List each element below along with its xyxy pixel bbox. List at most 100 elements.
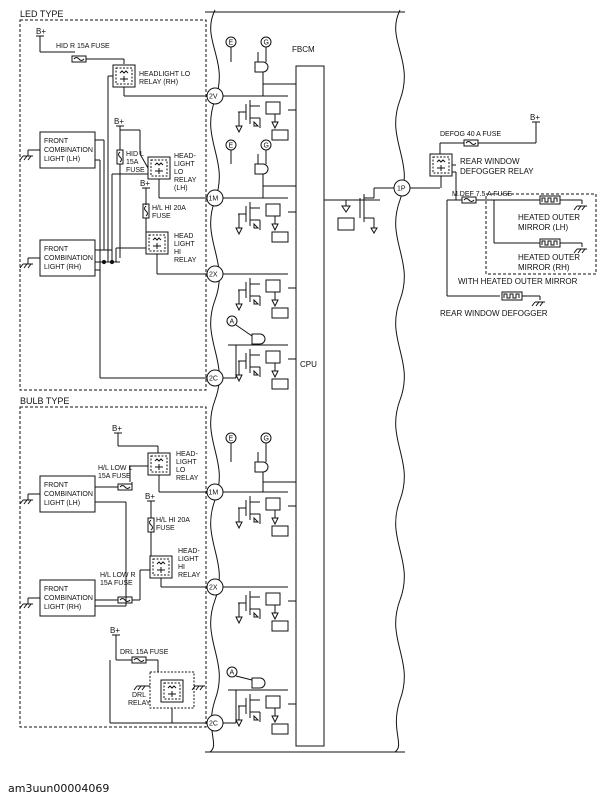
heated-mirror-lh-label-2: MIRROR (LH)	[518, 223, 569, 232]
lo-relay-lh-label-3: LO	[174, 169, 184, 176]
lo-relay-lh-label-5: (LH)	[174, 185, 188, 192]
hl-low-r-fuse-label-1: H/L LOW R	[100, 572, 136, 579]
terminal-1p: 1P	[394, 180, 410, 196]
bulb-type-section: BULB TYPE B+ HEAD- LIGHT LO RELAY FRONT …	[19, 396, 207, 727]
terminal-2v: 2V	[207, 88, 223, 104]
lo-relay-bulb-label-4: RELAY	[176, 475, 199, 482]
hl-hi-fuse-led-label-1: H/L HI 20A	[152, 205, 186, 212]
terminal-1m-led: 1M	[207, 190, 223, 206]
bulb-fcl-rh-label-1: FRONT	[44, 586, 69, 593]
terminal-2x-led: 2X	[207, 266, 223, 282]
lo-relay-lh-label-2: LIGHT	[174, 161, 195, 168]
svg-text:2V: 2V	[209, 94, 218, 101]
marker-g-3: G	[261, 433, 271, 443]
heated-mirror-rh-symbol	[539, 238, 561, 248]
hl-low-r-fuse-label-2: 15A FUSE	[100, 580, 133, 587]
heated-mirror-box	[486, 194, 596, 274]
b-plus-led-2: B+	[114, 117, 124, 126]
hl-hi-fuse-led-symbol	[142, 203, 150, 219]
lo-relay-bulb-label-3: LO	[176, 467, 186, 474]
defogger-circuit: B+ DEFOG 40 A FUSE REAR WINDOW DEFOGGER …	[410, 113, 596, 318]
hl-hi-fuse-bulb-symbol	[147, 517, 155, 533]
hi-relay-bulb-label-1: HEAD-	[178, 548, 200, 555]
hi-relay-bulb-label-2: LIGHT	[178, 556, 199, 563]
fcl-rh-label-3: LIGHT (RH)	[44, 264, 81, 271]
headlight-lo-relay-lh-symbol	[147, 156, 171, 180]
figure-caption: am3uun00004069	[8, 782, 110, 795]
markers: E G E G A E G A	[226, 37, 271, 677]
hid-l-fuse-label-3: FUSE	[126, 167, 145, 174]
terminal-1m-bulb: 1M	[207, 484, 223, 500]
bulb-fcl-rh-label-3: LIGHT (RH)	[44, 604, 81, 611]
svg-text:2C: 2C	[209, 721, 218, 728]
hl-low-l-fuse-label-1: H/L LOW L	[98, 465, 132, 472]
terminal-connectors: 2V 1M 2X 2C 1M 2X 2C 1P	[207, 88, 410, 731]
hi-relay-led-label-4: RELAY	[174, 257, 197, 264]
marker-g-1: G	[261, 37, 271, 47]
svg-text:G: G	[264, 143, 269, 150]
b-plus-led-1: B+	[36, 27, 46, 36]
b-plus-bulb-1: B+	[112, 424, 122, 433]
hi-relay-bulb-label-4: RELAY	[178, 572, 201, 579]
hl-low-l-fuse-label-2: 15A FUSE	[98, 473, 131, 480]
heated-mirror-rh-label-2: MIRROR (RH)	[518, 263, 570, 272]
fbcm-drivers	[227, 52, 396, 735]
hl-hi-fuse-led-label-2: FUSE	[152, 213, 171, 220]
svg-text:1M: 1M	[209, 196, 219, 203]
led-type-title: LED TYPE	[20, 9, 63, 19]
lo-relay-bulb-label-1: HEAD-	[176, 451, 198, 458]
heated-mirror-rh-label-1: HEATED OUTER	[518, 253, 580, 262]
headlight-hi-relay-bulb-symbol	[149, 555, 173, 579]
defogger-relay-label-1: REAR WINDOW	[460, 157, 520, 166]
fcl-lh-label-2: COMBINATION	[44, 147, 93, 154]
hi-relay-bulb-label-3: HI	[178, 564, 185, 571]
headlight-lo-relay-rh-label-2: RELAY (RH)	[139, 79, 178, 86]
drl-fuse-symbol	[131, 656, 147, 664]
headlight-lo-relay-bulb-symbol	[147, 452, 171, 476]
terminal-2c-led: 2C	[207, 370, 223, 386]
marker-g-2: G	[261, 140, 271, 150]
svg-text:G: G	[264, 40, 269, 47]
heated-mirror-lh-label-1: HEATED OUTER	[518, 213, 580, 222]
defog-fuse-label: DEFOG 40 A FUSE	[440, 131, 501, 138]
drl-relay-label-1: DRL	[132, 692, 146, 699]
marker-a-2: A	[227, 667, 237, 677]
fbcm-label: FBCM	[292, 45, 315, 54]
fcl-rh-label-2: COMBINATION	[44, 255, 93, 262]
drl-relay-symbol	[160, 679, 184, 703]
drl-relay-box	[150, 672, 194, 708]
with-heated-mirror-label: WITH HEATED OUTER MIRROR	[458, 277, 578, 286]
svg-text:2X: 2X	[209, 585, 218, 592]
b-plus-defog: B+	[530, 113, 540, 122]
fcl-lh-label-1: FRONT	[44, 138, 69, 145]
svg-text:2C: 2C	[209, 376, 218, 383]
hid-l-fuse-label-2: 15A	[126, 159, 139, 166]
marker-a-1: A	[227, 316, 237, 326]
drl-fuse-label: DRL 15A FUSE	[120, 649, 169, 656]
svg-text:E: E	[229, 143, 234, 150]
b-plus-bulb-3: B+	[110, 626, 120, 635]
hi-relay-led-label-3: HI	[174, 249, 181, 256]
fbcm-module: FBCM CPU	[205, 10, 405, 752]
hl-low-r-fuse-symbol	[117, 596, 133, 604]
hid-l-fuse-symbol	[116, 149, 124, 165]
defog-fuse-symbol	[463, 139, 479, 147]
cpu-label: CPU	[300, 360, 317, 369]
svg-text:1P: 1P	[397, 186, 406, 193]
svg-text:E: E	[229, 436, 234, 443]
lo-relay-lh-label-4: RELAY	[174, 177, 197, 184]
svg-text:E: E	[229, 40, 234, 47]
hi-relay-led-label-2: LIGHT	[174, 241, 195, 248]
wiring-diagram: FBCM CPU	[19, 9, 605, 770]
bulb-fcl-lh-label-3: LIGHT (LH)	[44, 500, 80, 507]
rear-window-defogger-symbol	[501, 291, 523, 301]
terminal-2x-bulb: 2X	[207, 579, 223, 595]
svg-text:G: G	[264, 436, 269, 443]
heated-mirror-lh-symbol	[539, 195, 561, 205]
headlight-lo-relay-rh-label-1: HEADLIGHT LO	[139, 71, 191, 78]
drl-relay-label-2: RELAY	[128, 700, 151, 707]
mdef-fuse-label: M.DEF 7.5 A FUSE	[452, 191, 512, 198]
hl-hi-fuse-bulb-label-1: H/L HI 20A	[156, 517, 190, 524]
headlight-lo-relay-rh-symbol	[112, 64, 136, 88]
svg-text:A: A	[230, 319, 235, 326]
